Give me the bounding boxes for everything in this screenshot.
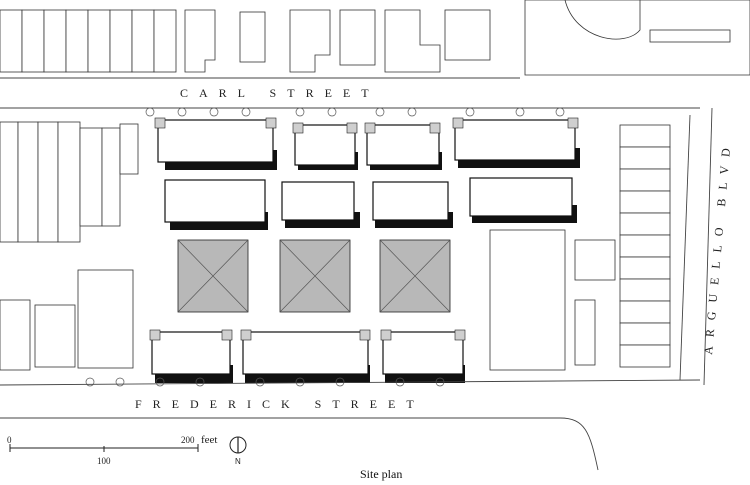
scale-mid-label: 100: [97, 456, 111, 466]
frederick-street-label: FREDERICK STREET: [135, 397, 425, 411]
scale-end-label: 200: [181, 435, 195, 445]
west-lots: [0, 121, 139, 371]
map-caption: Site plan: [360, 467, 402, 481]
east-lots: [489, 124, 671, 371]
scale-bar: 0 100 200 feet: [7, 434, 217, 466]
arguello-blvd-label: ARGUELLO BLVD: [701, 139, 734, 356]
street-trees: [85, 107, 565, 387]
north-arrow-icon: N: [229, 436, 247, 466]
carl-street-label: CARL STREET: [180, 86, 380, 100]
scale-unit-label: feet: [201, 434, 217, 446]
scale-start-label: 0: [7, 435, 12, 445]
housing-blocks: [149, 117, 580, 383]
north-label: N: [235, 457, 241, 466]
north-lots: [0, 0, 750, 76]
